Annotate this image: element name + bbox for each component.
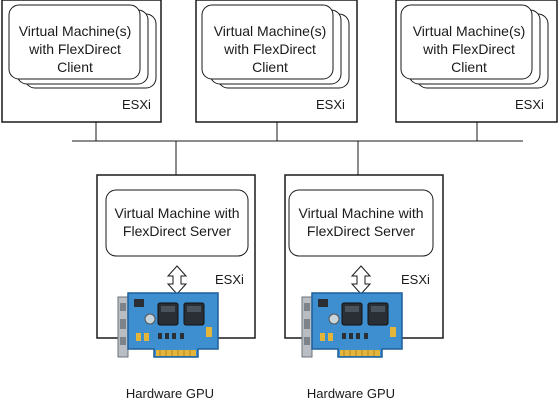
gpu-label: Hardware GPU <box>307 386 395 401</box>
server-host-1: Virtual Machine with FlexDirect Server E… <box>96 174 256 401</box>
server-vm-line1: Virtual Machine with <box>114 205 239 221</box>
client-host-3: Virtual Machine(s) with FlexDirect Clien… <box>395 0 558 123</box>
client-vm-line2: with FlexDirect <box>223 41 316 57</box>
server-host-label: ESXi <box>401 272 430 287</box>
client-host-label: ESXi <box>515 97 544 112</box>
server-vm-line2: FlexDirect Server <box>307 223 415 239</box>
client-host-label: ESXi <box>122 97 151 112</box>
client-vm-line3: Client <box>57 59 93 75</box>
client-host-label: ESXi <box>316 97 345 112</box>
client-vm-line2: with FlexDirect <box>422 41 515 57</box>
client-vm-line2: with FlexDirect <box>28 41 121 57</box>
gpu-card-icon <box>301 292 403 358</box>
gpu-label: Hardware GPU <box>126 386 214 401</box>
client-host-1: Virtual Machine(s) with FlexDirect Clien… <box>1 0 162 123</box>
client-vm-line1: Virtual Machine(s) <box>19 23 132 39</box>
server-vm-line2: FlexDirect Server <box>123 223 231 239</box>
server-host-2: Virtual Machine with FlexDirect Server E… <box>284 174 444 401</box>
network-bus <box>72 122 523 175</box>
gpu-card-icon <box>117 292 219 358</box>
client-vm-line3: Client <box>252 59 288 75</box>
server-host-label: ESXi <box>215 272 244 287</box>
client-vm-line1: Virtual Machine(s) <box>214 23 327 39</box>
client-vm-line1: Virtual Machine(s) <box>413 23 526 39</box>
server-vm-line1: Virtual Machine with <box>298 205 423 221</box>
client-vm-line3: Client <box>451 59 487 75</box>
client-host-2: Virtual Machine(s) with FlexDirect Clien… <box>195 0 358 123</box>
